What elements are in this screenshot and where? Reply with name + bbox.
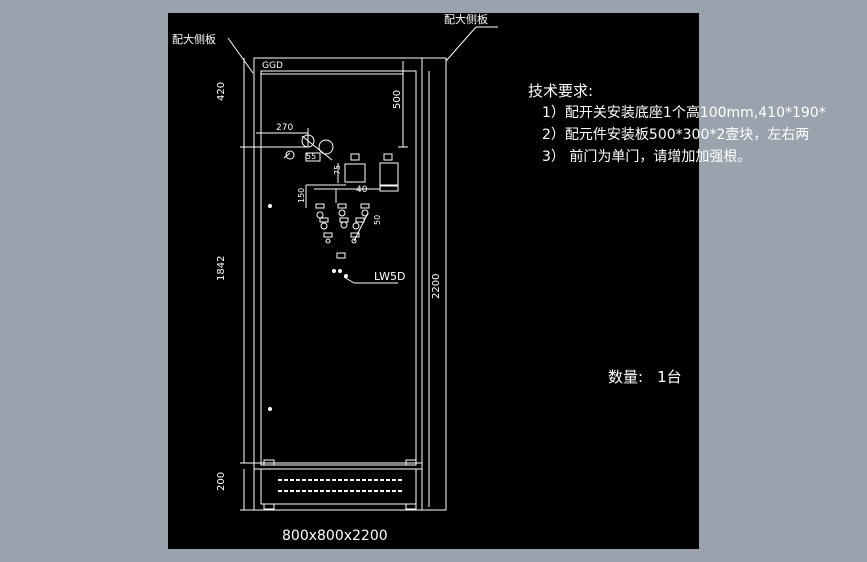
side-panel-right	[421, 57, 447, 511]
quantity-text: 数量: 1台	[608, 366, 682, 387]
note-item: 1）配开关安装底座1个高100mm,410*190*	[542, 105, 826, 121]
dim-420-label: 420	[216, 82, 227, 101]
dim-500-label: 500	[392, 90, 403, 109]
dim-270-label: 270	[276, 123, 293, 133]
note-item: 3） 前门为单门，请增加加强根。	[542, 149, 752, 165]
relay-component	[379, 162, 399, 186]
side-panel-right-label: 配大侧板	[444, 13, 488, 26]
cabinet-model-label: GGD	[262, 61, 283, 71]
note-item: 2）配元件安装板500*300*2壹块，左右两	[542, 127, 810, 143]
quantity-label: 数量:	[608, 368, 644, 386]
dim-150-label: 150	[297, 188, 306, 203]
lw5d-leader	[343, 276, 355, 284]
side-panel-left-leader	[227, 37, 254, 74]
overall-size-label: 800x800x2200	[282, 528, 388, 544]
side-panel-right-leader	[445, 26, 477, 62]
contactor-component	[344, 163, 366, 183]
dim-40-label: 40	[356, 185, 368, 195]
cabinet-drawing: 420 1842 200 2200 500 270 55 75 150 40 5…	[172, 13, 498, 544]
side-panel-left-label: 配大侧板	[172, 32, 216, 46]
cad-drawing-area: 420 1842 200 2200 500 270 55 75 150 40 5…	[168, 13, 699, 549]
dim-75-label: 75	[333, 165, 342, 175]
dim-1842-label: 1842	[216, 256, 227, 281]
breaker-component	[318, 139, 334, 155]
base-plinth	[260, 468, 417, 505]
cabinet-door	[260, 70, 417, 466]
dim-55-label: 55	[306, 152, 316, 161]
dim-50-label: 50	[373, 215, 382, 225]
dim-2200-label: 2200	[431, 274, 442, 299]
fuse-group	[315, 203, 370, 244]
notes-title: 技术要求:	[528, 82, 594, 100]
switch-model-label: LW5D	[374, 270, 405, 283]
dim-200-label: 200	[216, 472, 227, 491]
quantity-value: 1台	[657, 368, 682, 386]
lw5d-switch	[336, 252, 346, 259]
